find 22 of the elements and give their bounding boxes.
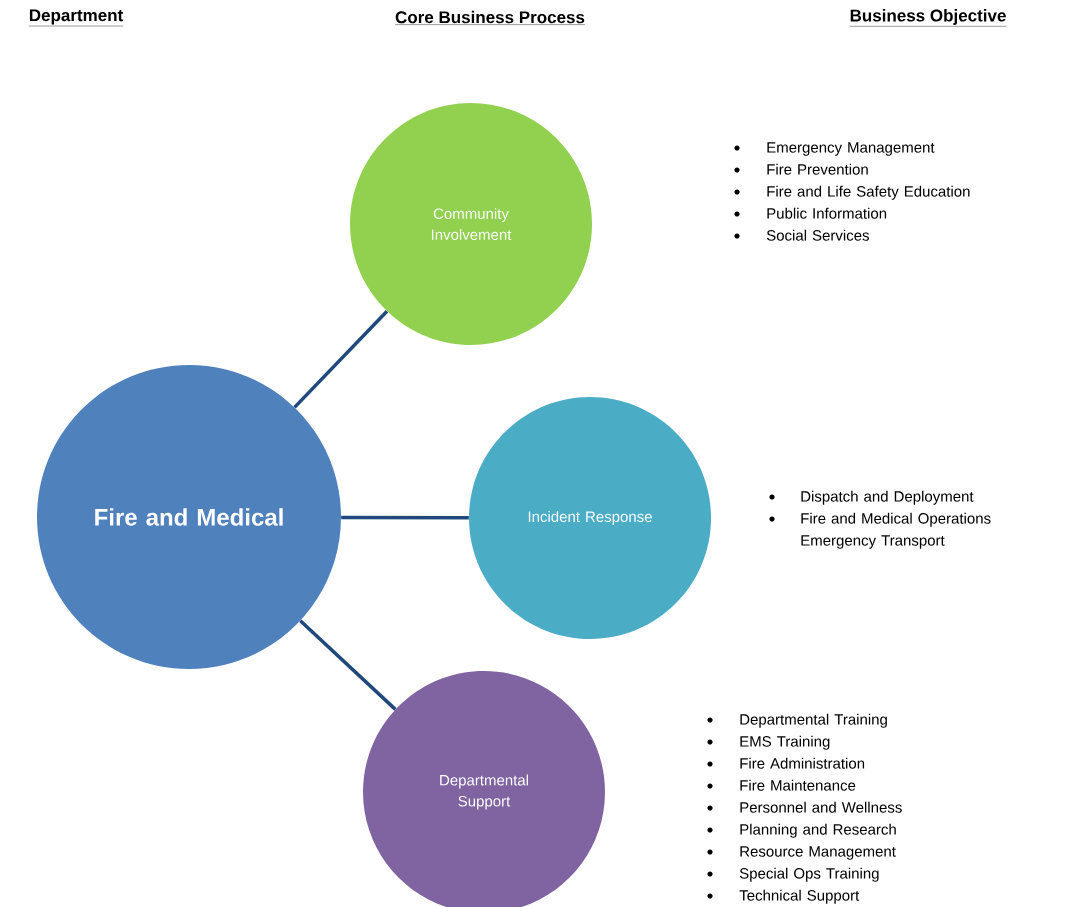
bullet-item: Fire and Medical Operations Emergency Transport: [769, 512, 991, 549]
bullet-item: Resource Management: [707, 846, 896, 860]
bullet-item: Dispatch and Deployment: [769, 490, 974, 505]
bullet-item: Fire and Life Safety Education: [734, 185, 970, 200]
connector-line: [341, 515, 469, 520]
bullet-item: Fire Maintenance: [707, 779, 856, 791]
bullet-item: Public Information: [734, 207, 887, 219]
bullet-item: Planning and Research: [707, 823, 896, 838]
bullet-item: Fire Administration: [707, 757, 865, 769]
connector-line: [293, 310, 389, 409]
bullet-item: Emergency Management: [734, 142, 935, 156]
connector-line: [299, 619, 397, 711]
bullet-item: Technical Support: [707, 889, 860, 904]
bullet-item: Special Ops Training: [707, 867, 879, 882]
column-heading: Core Business Process: [394, 10, 586, 25]
bullet-item: Personnel and Wellness: [707, 801, 902, 813]
column-heading: Department: [28, 9, 124, 27]
bullet-item: Social Services: [734, 229, 869, 241]
bullet-item: Fire Prevention: [734, 163, 868, 175]
column-heading: Business Objective: [849, 9, 1007, 27]
bullet-item: Departmental Training: [707, 713, 887, 728]
bullet-item: EMS Training: [707, 735, 830, 750]
